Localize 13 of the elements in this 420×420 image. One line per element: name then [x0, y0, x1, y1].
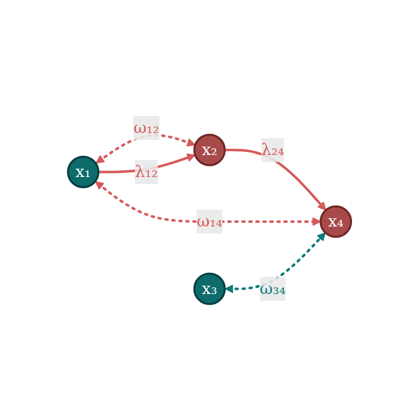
node-circle: x₂ [194, 134, 226, 166]
edge-label: ω₃₄ [260, 278, 286, 298]
edge-label: ω₁₄ [197, 212, 223, 231]
edge-label: ω₁₂ [134, 118, 160, 137]
node-circle: x₄ [320, 205, 353, 238]
arrow [98, 153, 196, 174]
arrow [96, 181, 322, 226]
arrow [225, 148, 327, 211]
arrow [225, 232, 326, 294]
node-circle: x₁ [67, 156, 100, 188]
edge-label: λ₂₄ [262, 140, 285, 159]
edge-label: λ₁₂ [135, 162, 158, 181]
node-circle: x₃ [194, 272, 226, 306]
